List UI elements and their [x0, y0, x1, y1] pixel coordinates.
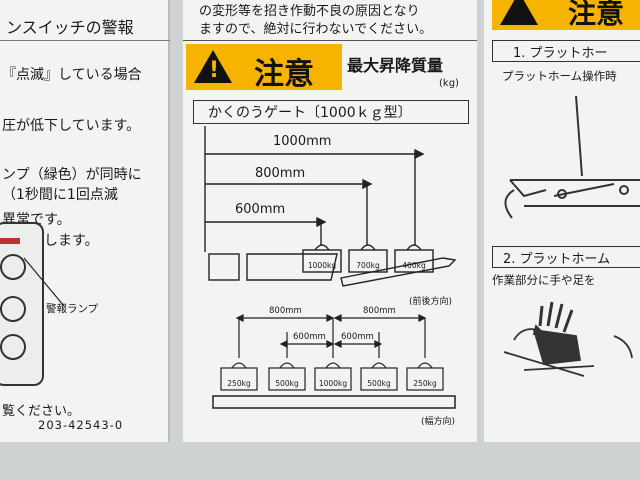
button-icon — [0, 254, 26, 280]
weight-1000kg-center: 1000kg — [318, 379, 348, 388]
gate-title-box: かくのうゲート〔1000ｋｇ型〕 — [193, 100, 469, 124]
step1-text: プラットホーム操作時 — [502, 69, 617, 83]
platform-illustration — [504, 95, 640, 219]
gate-title: かくのうゲート〔1000ｋｇ型〕 — [208, 105, 412, 121]
step2-text: 作業部分に手や足を — [492, 273, 596, 287]
caution-label: 注意 — [568, 0, 625, 30]
button-icon — [0, 334, 26, 360]
weight-250kg-right: 250kg — [413, 379, 437, 388]
weight-250kg-left: 250kg — [227, 379, 251, 388]
leader-line — [23, 257, 65, 307]
lateral-diagram — [212, 314, 456, 409]
control-box-illustration — [0, 222, 44, 386]
left-line-8: 覧ください。 — [2, 404, 81, 419]
top-line-2: ますので、絶対に行わないでください。 — [199, 22, 433, 37]
step1-title: 1. プラットホー — [513, 46, 608, 61]
divider — [183, 40, 477, 41]
step2-title-box: 2. プラットホーム — [492, 246, 640, 268]
left-line-1: ンスイッチの警報 — [6, 18, 134, 37]
distance-1000: 1000mm — [273, 134, 332, 149]
lateral-caption: (幅方向) — [421, 417, 456, 427]
max-load-title: 最大昇降質量 — [347, 56, 444, 75]
longitudinal-caption: (前後方向) — [409, 297, 453, 307]
right-label-panel: 注意 1. プラットホー プラットホーム操作時 2. プラットホーム 作業部分に… — [484, 0, 640, 442]
lamp-label: 警報ランプ — [46, 303, 99, 315]
left-label-panel: ンスイッチの警報 『点滅』している場合 圧が低下しています。 ンプ（緑色）が同時… — [0, 0, 170, 442]
exclamation-icon: ! — [209, 58, 220, 83]
weight-700kg: 700kg — [356, 261, 380, 270]
button-icon — [0, 296, 26, 322]
center-label-panel: の変形等を招き作動不良の原因となり ますので、絶対に行わないでください。 ! 注… — [183, 0, 477, 442]
unit-label: (kg) — [439, 78, 459, 89]
left-line-2: 『点滅』している場合 — [2, 67, 142, 83]
lateral-inner-distance-right: 600mm — [341, 332, 374, 342]
caution-label: 注意 — [254, 57, 314, 92]
longitudinal-diagram — [204, 126, 457, 287]
lateral-inner-distance-left: 600mm — [293, 332, 326, 342]
part-number: 203-42543-0 — [38, 418, 124, 432]
top-line-1: の変形等を招き作動不良の原因となり — [199, 4, 420, 19]
step2-title: 2. プラットホーム — [503, 252, 611, 267]
caution-banner: 注意 — [492, 0, 640, 30]
lateral-outer-distance-left: 800mm — [269, 306, 302, 316]
left-line-5: （1秒間に1回点滅 — [2, 187, 118, 203]
weight-500kg-left: 500kg — [275, 379, 299, 388]
left-divider — [0, 40, 170, 41]
warning-triangle-icon — [500, 0, 538, 25]
distance-800: 800mm — [255, 166, 306, 181]
weight-400kg: 400kg — [402, 261, 426, 270]
distance-600: 600mm — [235, 202, 286, 217]
warning-lamp-icon — [0, 238, 20, 244]
weight-1000kg: 1000kg — [307, 261, 337, 270]
caution-banner: ! 注意 — [186, 44, 342, 92]
warning-triangle-icon — [194, 50, 232, 83]
step1-title-box: 1. プラットホー — [492, 40, 640, 62]
left-line-3: 圧が低下しています。 — [2, 118, 141, 134]
hand-pinch-illustration — [503, 301, 633, 377]
left-line-4: ンプ（緑色）が同時に — [2, 167, 142, 183]
lateral-outer-distance-right: 800mm — [363, 306, 396, 316]
weight-500kg-right: 500kg — [367, 379, 391, 388]
